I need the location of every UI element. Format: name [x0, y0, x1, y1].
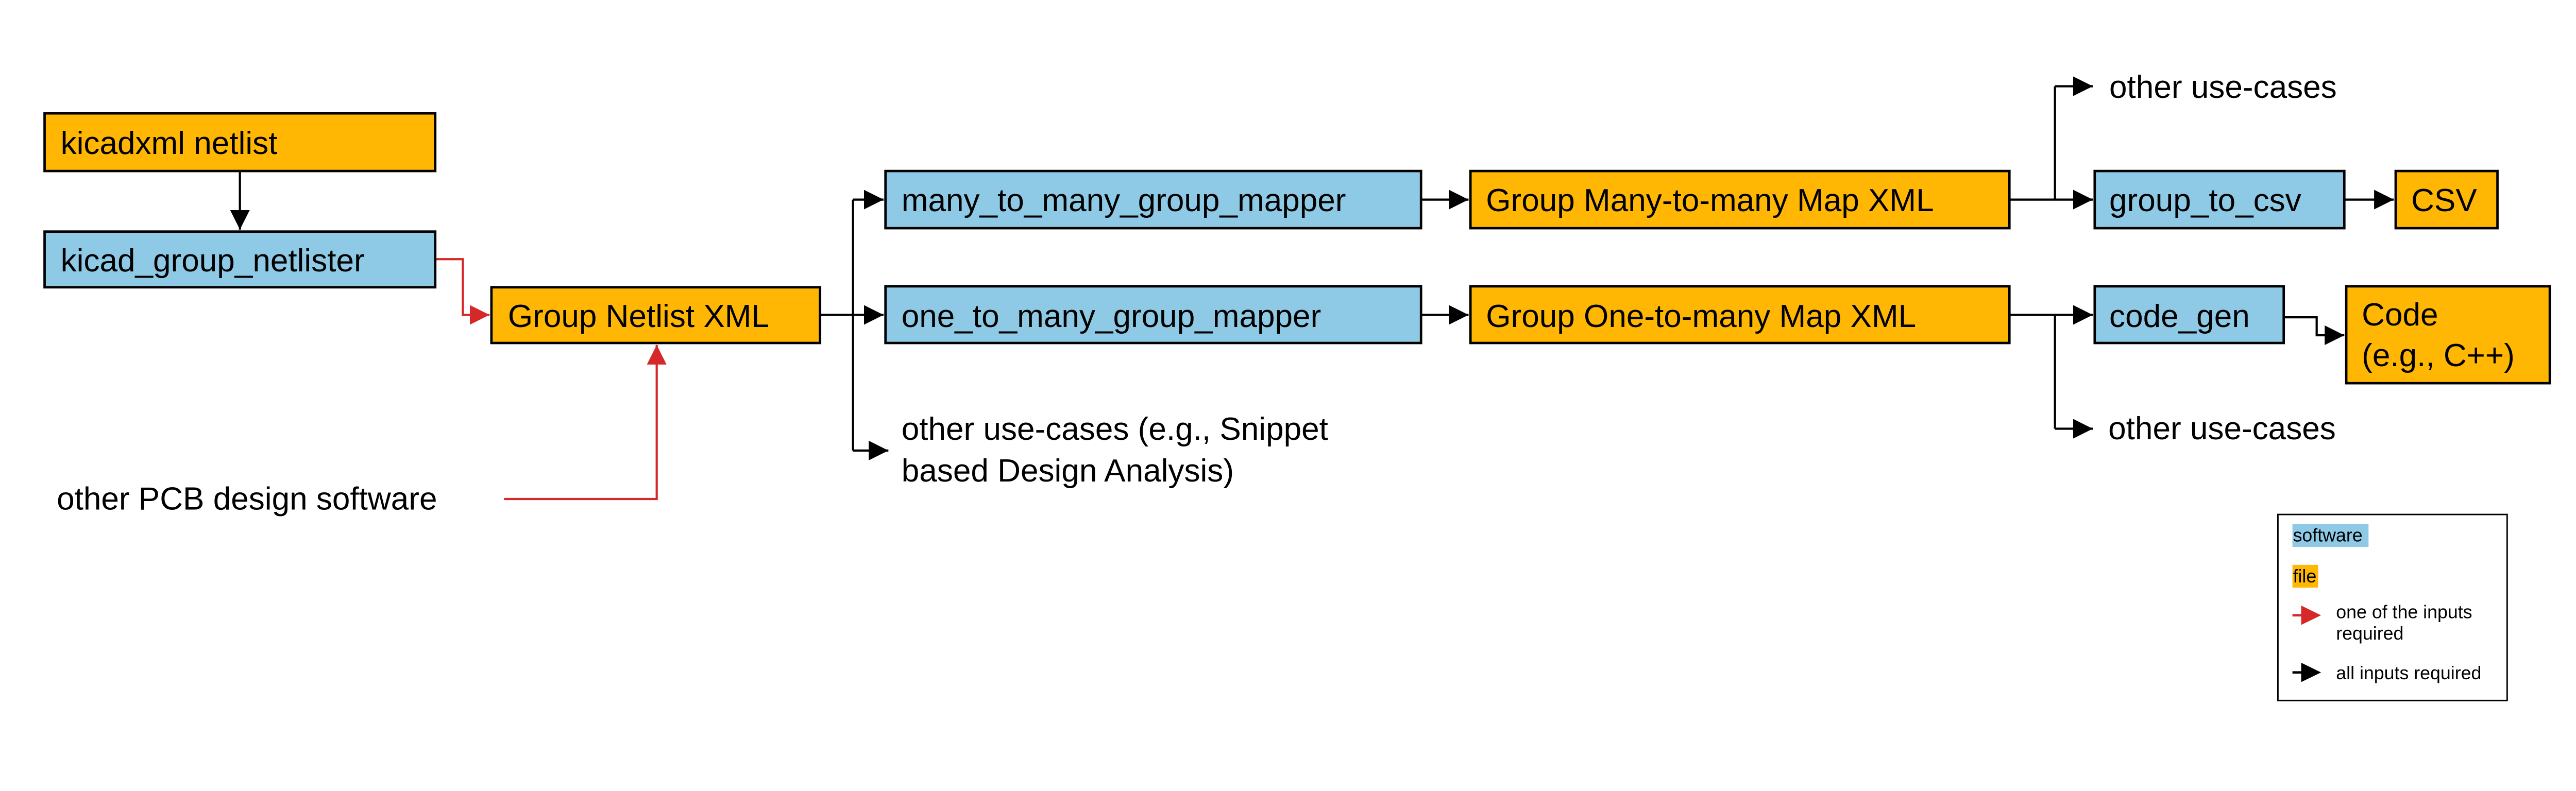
pipeline-diagram: kicadxml netlist kicad_group_netlister o…: [43, 70, 2551, 701]
node-kicad-group-netlister: kicad_group_netlister: [43, 230, 437, 289]
node-group-m2m-map-xml: Group Many-to-many Map XML: [1469, 169, 2011, 230]
legend-file-swatch: [2292, 564, 2318, 588]
legend-red-arrowhead-icon: [2301, 605, 2321, 625]
svg-text:Code: Code: [2362, 297, 2438, 333]
svg-text:other use-cases (e.g., Snippet: other use-cases (e.g., Snippet: [902, 411, 1328, 447]
node-label: CSV: [2411, 183, 2477, 218]
branch-m2m-xml: [2009, 86, 2056, 201]
node-one-to-many-group-mapper: one_to_many_group_mapper: [884, 285, 1422, 345]
node-other-use-cases-bottom: other use-cases: [2108, 411, 2336, 446]
node-group-o2m-map-xml: Group One-to-many Map XML: [1469, 285, 2011, 345]
svg-text:required: required: [2336, 623, 2403, 644]
node-label: kicad_group_netlister: [61, 243, 365, 279]
legend-black-arrowhead-icon: [2301, 662, 2321, 682]
branch-o2m-xml: [2009, 314, 2056, 429]
node-label: Group Netlist XML: [508, 299, 769, 334]
node-label: group_to_csv: [2109, 183, 2301, 218]
node-label: one_to_many_group_mapper: [902, 299, 1321, 334]
node-code-gen: code_gen: [2093, 285, 2285, 345]
node-label: Group One-to-many Map XML: [1486, 299, 1916, 334]
svg-text:all inputs required: all inputs required: [2336, 663, 2481, 683]
connectors: [230, 76, 2394, 501]
svg-text:software: software: [2293, 525, 2363, 546]
arrow-netlister-to-group-netlist: [435, 258, 490, 325]
node-label: Group Many-to-many Map XML: [1486, 183, 1934, 218]
svg-text:file: file: [2293, 566, 2317, 587]
node-label: kicadxml netlist: [61, 126, 278, 161]
svg-text:based Design Analysis): based Design Analysis): [902, 453, 1234, 489]
arrow-code-gen-to-code: [2283, 316, 2345, 346]
svg-text:(e.g., C++): (e.g., C++): [2362, 338, 2515, 373]
node-kicadxml-netlist: kicadxml netlist: [43, 112, 437, 173]
node-other-pcb-software: other PCB design software: [57, 482, 437, 517]
node-many-to-many-group-mapper: many_to_many_group_mapper: [884, 169, 1422, 230]
node-code: Code (e.g., C++): [2345, 285, 2551, 385]
branch-group-netlist: [820, 199, 854, 451]
node-group-netlist-xml: Group Netlist XML: [490, 286, 822, 345]
node-other-use-cases-top: other use-cases: [2109, 70, 2337, 105]
node-label: many_to_many_group_mapper: [902, 183, 1346, 218]
arrow-other-pcb-to-group-netlist: [504, 345, 667, 501]
node-label: code_gen: [2109, 299, 2250, 334]
node-other-use-cases-snippet: other use-cases (e.g., Snippet based Des…: [902, 411, 1328, 489]
legend-software-swatch: [2292, 524, 2369, 547]
node-group-to-csv: group_to_csv: [2093, 169, 2346, 230]
legend: software file one of the inputs required…: [2277, 513, 2508, 701]
svg-text:one of the inputs: one of the inputs: [2336, 601, 2472, 622]
node-csv: CSV: [2394, 169, 2499, 230]
